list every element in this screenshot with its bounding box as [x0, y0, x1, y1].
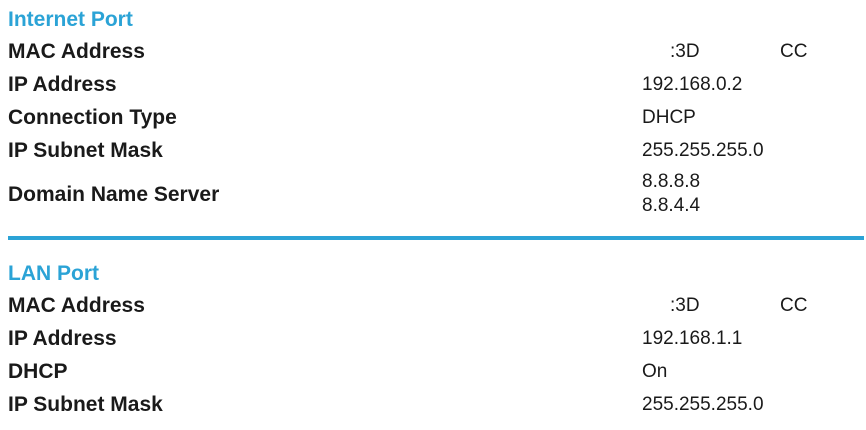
lan-mac-value-part2: CC — [780, 295, 808, 316]
internet-connection-type-label: Connection Type — [8, 106, 177, 129]
internet-subnet-mask-value: 255.255.255.0 — [642, 140, 764, 161]
internet-ip-row: IP Address 192.168.0.2 — [8, 70, 858, 100]
lan-dhcp-label: DHCP — [8, 360, 68, 383]
lan-mac-label: MAC Address — [8, 294, 145, 317]
lan-ip-value: 192.168.1.1 — [642, 328, 743, 349]
internet-subnet-mask-label: IP Subnet Mask — [8, 139, 163, 162]
lan-subnet-mask-label: IP Subnet Mask — [8, 393, 163, 416]
internet-dns-primary: 8.8.8.8 — [642, 171, 701, 192]
internet-connection-type-value: DHCP — [642, 107, 696, 128]
internet-dns-row: Domain Name Server 8.8.8.8 8.8.4.4 — [8, 170, 858, 220]
internet-mac-value-part2: CC — [780, 41, 808, 62]
lan-dhcp-row: DHCP On — [8, 357, 858, 387]
lan-ip-row: IP Address 192.168.1.1 — [8, 324, 858, 354]
lan-subnet-mask-value: 255.255.255.0 — [642, 394, 764, 415]
section-divider — [8, 236, 864, 240]
internet-mac-row: MAC Address :3D CC — [8, 37, 858, 67]
internet-mac-label: MAC Address — [8, 40, 145, 63]
lan-subnet-mask-row: IP Subnet Mask 255.255.255.0 — [8, 390, 858, 420]
internet-dns-secondary: 8.8.4.4 — [642, 195, 701, 216]
internet-ip-value: 192.168.0.2 — [642, 74, 743, 95]
lan-dhcp-value: On — [642, 361, 668, 382]
internet-ip-label: IP Address — [8, 73, 117, 96]
internet-port-title: Internet Port — [8, 8, 133, 31]
internet-dns-values: 8.8.8.8 8.8.4.4 — [642, 170, 700, 218]
lan-mac-row: MAC Address :3D CC — [8, 291, 858, 321]
internet-dns-label: Domain Name Server — [8, 183, 220, 206]
internet-mac-value-part1: :3D — [670, 41, 700, 62]
lan-port-title: LAN Port — [8, 262, 99, 285]
internet-subnet-mask-row: IP Subnet Mask 255.255.255.0 — [8, 136, 858, 166]
internet-connection-type-row: Connection Type DHCP — [8, 103, 858, 133]
lan-ip-label: IP Address — [8, 327, 117, 350]
lan-mac-value-part1: :3D — [670, 295, 700, 316]
